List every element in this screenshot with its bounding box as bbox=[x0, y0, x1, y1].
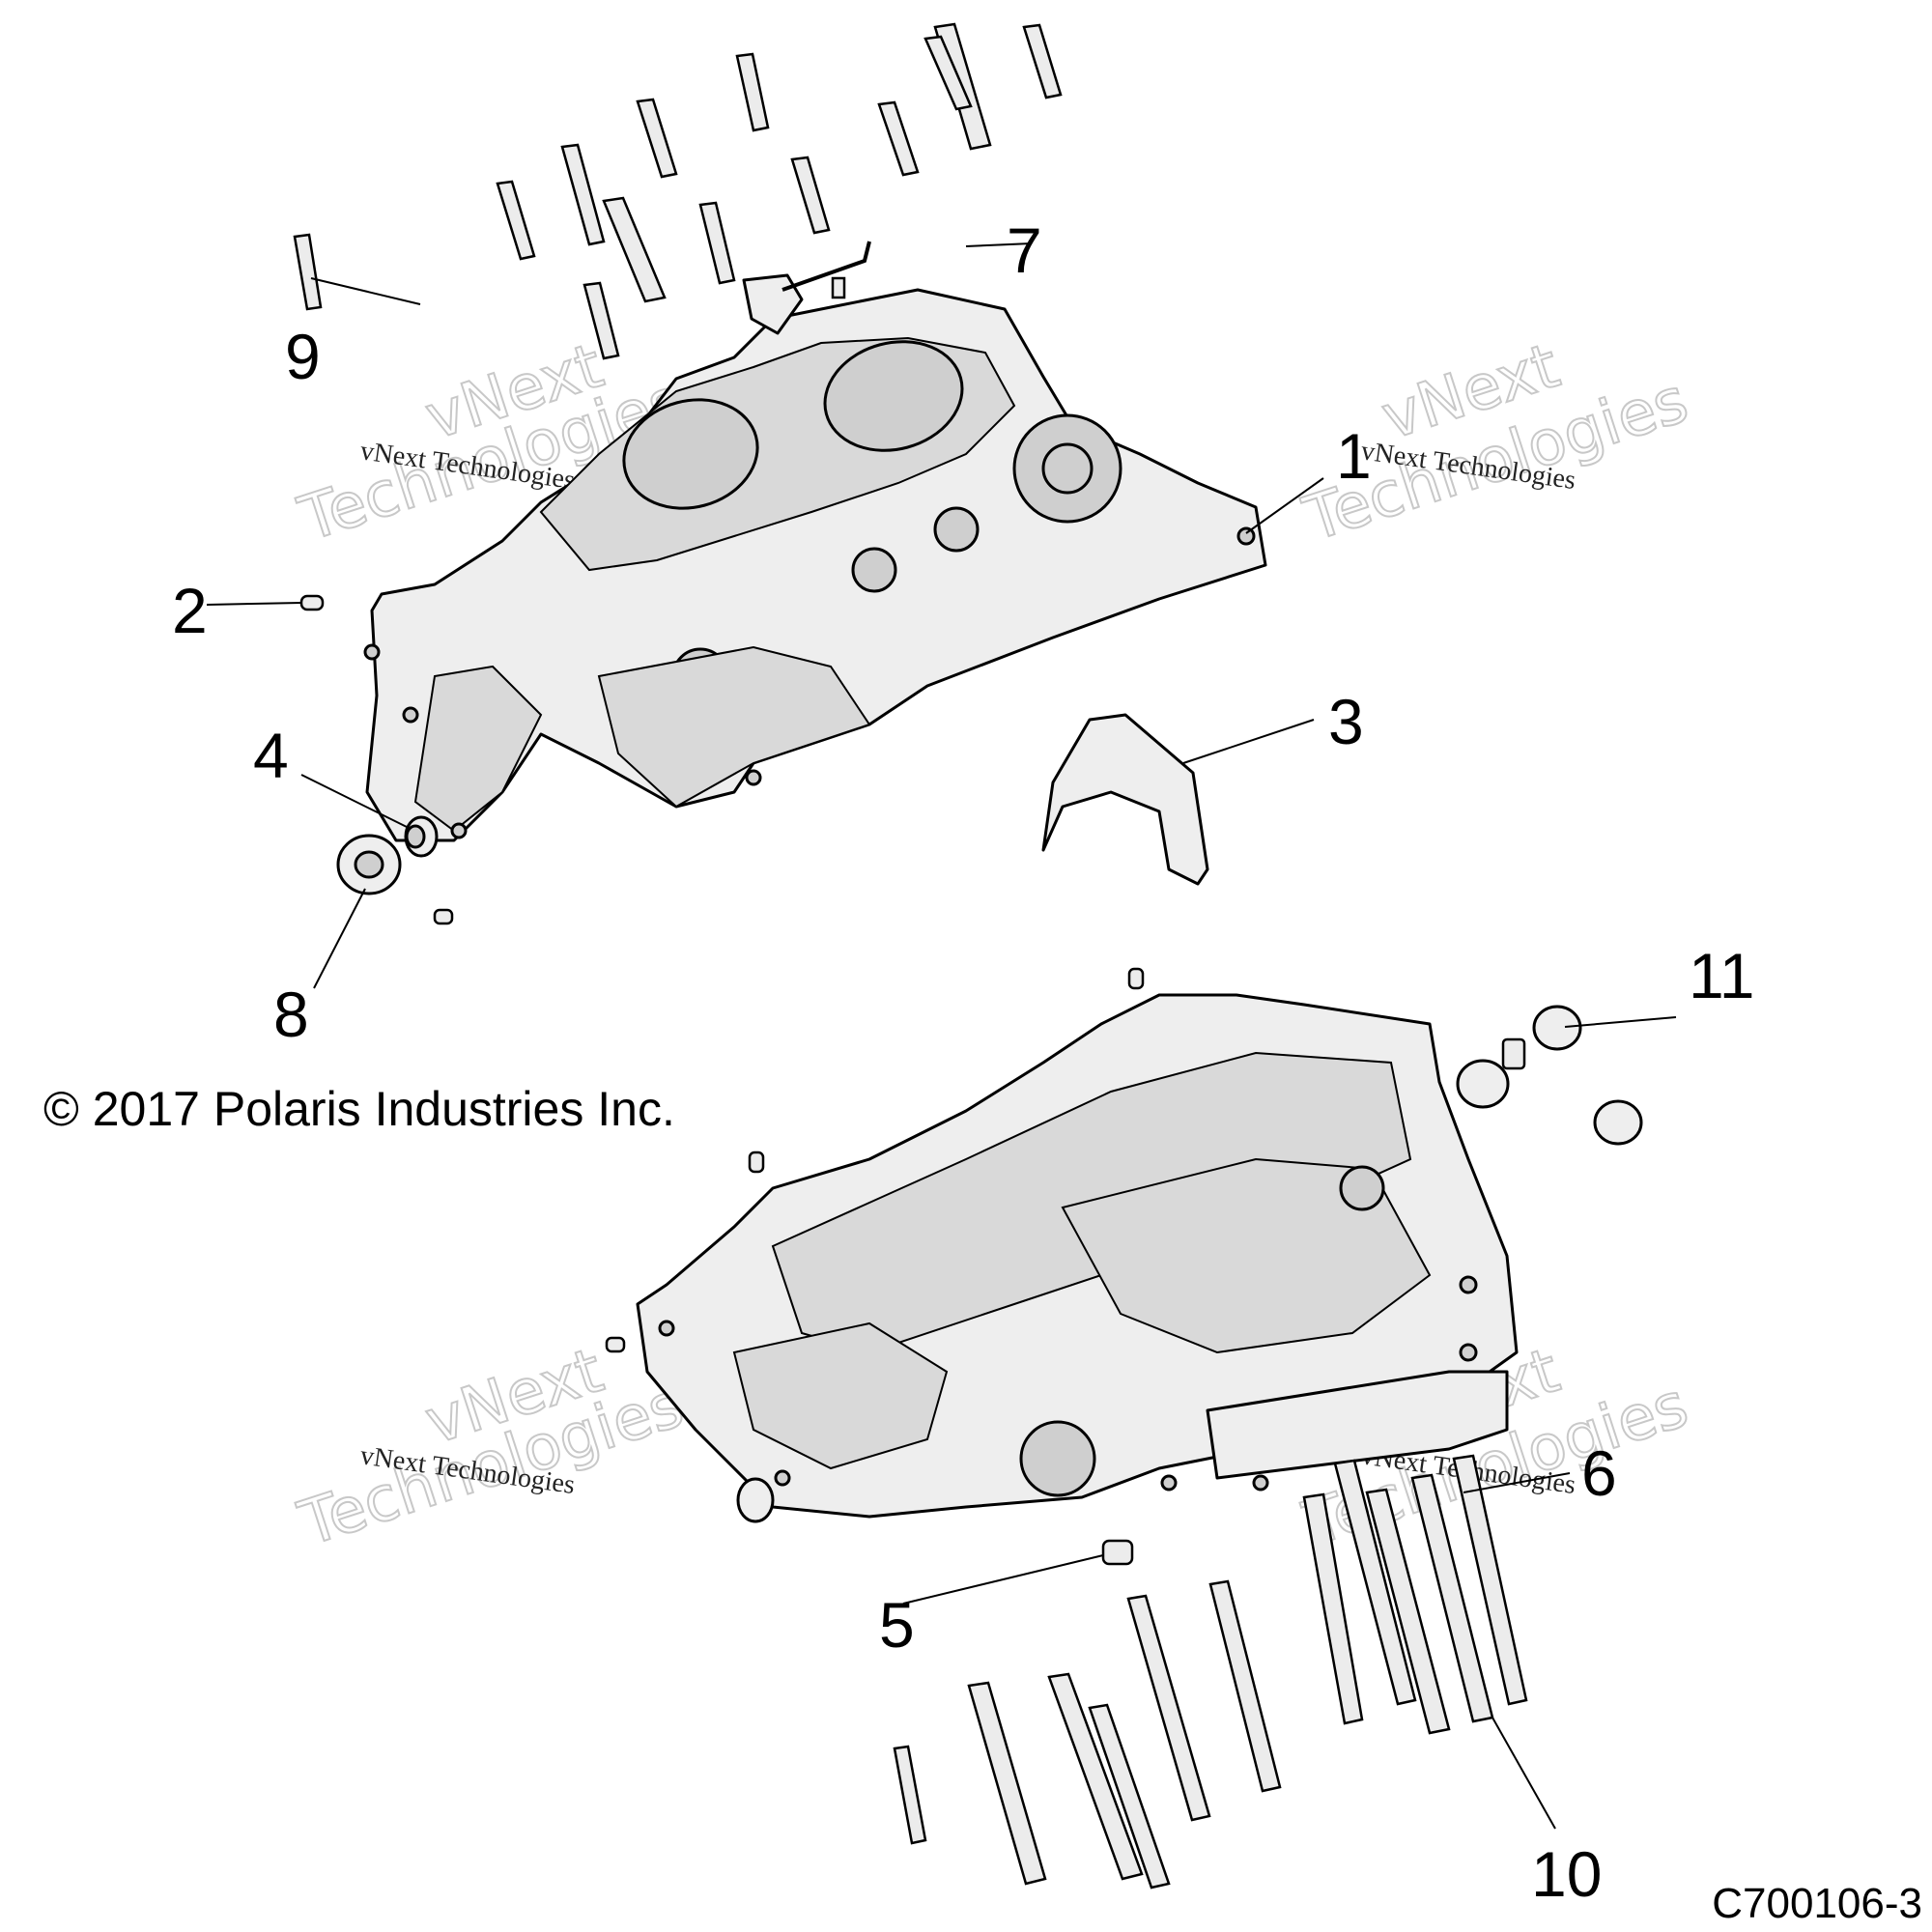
bushing-4 bbox=[404, 815, 439, 858]
drawing-number: C700106-3 bbox=[1712, 1880, 1922, 1927]
copyright-notice: © 2017 Polaris Industries Inc. bbox=[43, 1082, 675, 1136]
callout-11: 11 bbox=[1689, 940, 1755, 1011]
upper-crankcase bbox=[363, 288, 1267, 842]
callout-5: 5 bbox=[879, 1589, 915, 1661]
callout-4: 4 bbox=[253, 720, 289, 791]
oil-jet-7 bbox=[742, 241, 871, 335]
bearing-cap-3 bbox=[1041, 713, 1209, 886]
callouts: 1 2 3 4 5 6 7 8 9 10 11 bbox=[172, 214, 1755, 1910]
dowel-pin-2 bbox=[299, 594, 325, 611]
callout-9: 9 bbox=[285, 321, 321, 392]
plugs-11 bbox=[1456, 1005, 1643, 1146]
callout-10: 10 bbox=[1531, 1838, 1602, 1910]
seal-8 bbox=[336, 834, 402, 895]
leader-lines bbox=[206, 242, 1677, 1830]
lower-crankcase bbox=[636, 993, 1519, 1519]
callout-8: 8 bbox=[273, 979, 309, 1050]
callout-7: 7 bbox=[1007, 214, 1042, 286]
callout-1: 1 bbox=[1336, 420, 1372, 492]
dowel-pins bbox=[433, 908, 1145, 1523]
watermark-bottom-left: vNext Technologies vNext Technologies bbox=[290, 1334, 693, 1561]
callout-2: 2 bbox=[172, 575, 208, 646]
callout-6: 6 bbox=[1581, 1437, 1617, 1509]
cylinder-bolts-9 bbox=[293, 22, 1063, 360]
crankcase-bolts-10 bbox=[893, 1454, 1528, 1889]
callout-3: 3 bbox=[1328, 686, 1364, 757]
plug-5 bbox=[1101, 1539, 1134, 1566]
